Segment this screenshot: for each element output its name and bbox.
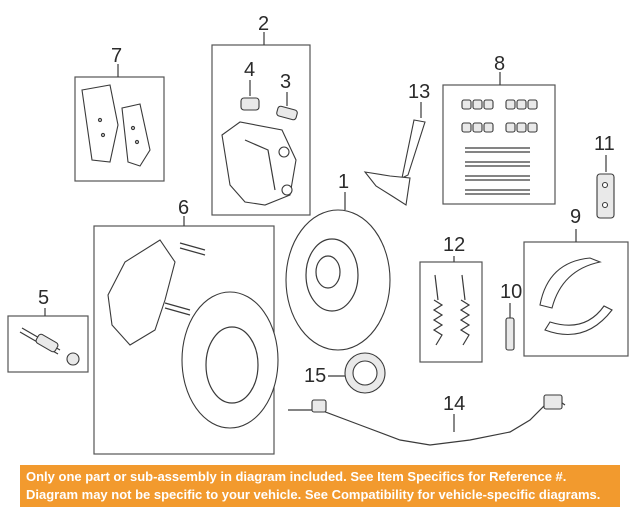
springs-box [419,261,483,363]
parking-brake-lever-group: 13 [363,81,430,206]
caliper-bushing [240,97,260,111]
disclaimer-line-2: Diagram may not be specific to your vehi… [26,487,601,502]
disclaimer-banner: Only one part or sub-assembly in diagram… [20,465,620,507]
callout-1: 1 [338,171,349,193]
callout-2: 2 [258,13,269,35]
brake-caliper [221,121,297,206]
bolt-sleeve [35,333,59,353]
brake-shoe-lower [544,305,613,336]
brake-shoe-upper [539,257,602,309]
abs-sensor-cable [288,397,566,446]
bolt-box [7,315,89,373]
callout-3: 3 [280,71,291,93]
callout-4: 4 [244,59,255,81]
lever-base [363,171,411,206]
caliper-box [211,44,311,216]
brake-shoes-group: 9 [523,206,629,357]
hardware-clips [465,147,530,195]
callout-7: 7 [111,45,122,67]
callout-12: 12 [443,234,465,256]
hardware-kit-box [442,84,556,205]
disclaimer-line-1: Only one part or sub-assembly in diagram… [26,469,567,484]
hardware-kit-group: 8 [442,53,556,205]
tone-ring-group: 15 [304,352,386,394]
lever-arm [401,119,426,179]
anchor-bracket [107,239,176,346]
bracket-part [596,173,615,219]
callout-9: 9 [570,206,581,228]
backing-plate-group: 6 [93,197,279,455]
caliper-pin-boot [276,105,298,121]
rotor-group: 1 [285,171,391,351]
callout-14: 14 [443,393,465,415]
caliper-group: 2 4 3 [211,13,311,216]
brake-pads-box [74,76,165,182]
callout-11: 11 [594,133,615,155]
callout-13: 13 [408,81,430,103]
hardware-bushings [461,99,538,133]
brake-pads-group: 7 [74,45,165,182]
brake-pad-left [81,84,119,163]
brake-shoes-box [523,241,629,357]
callout-5: 5 [38,287,49,309]
dust-shield [181,291,279,429]
spring-left [432,274,444,346]
hold-down-pin [505,317,515,351]
bolt-group: 5 [7,287,89,373]
abs-sensor-group: 14 [288,393,566,446]
callout-6: 6 [178,197,189,219]
spring-right [459,274,471,346]
callout-10: 10 [500,281,522,303]
brake-pad-right [121,103,151,167]
bolt-nut [66,352,80,366]
pin-group: 10 [500,281,522,351]
callout-8: 8 [494,53,505,75]
callout-15: 15 [304,365,326,387]
springs-group: 12 [419,234,483,363]
bracket-11-group: 11 [594,133,615,219]
